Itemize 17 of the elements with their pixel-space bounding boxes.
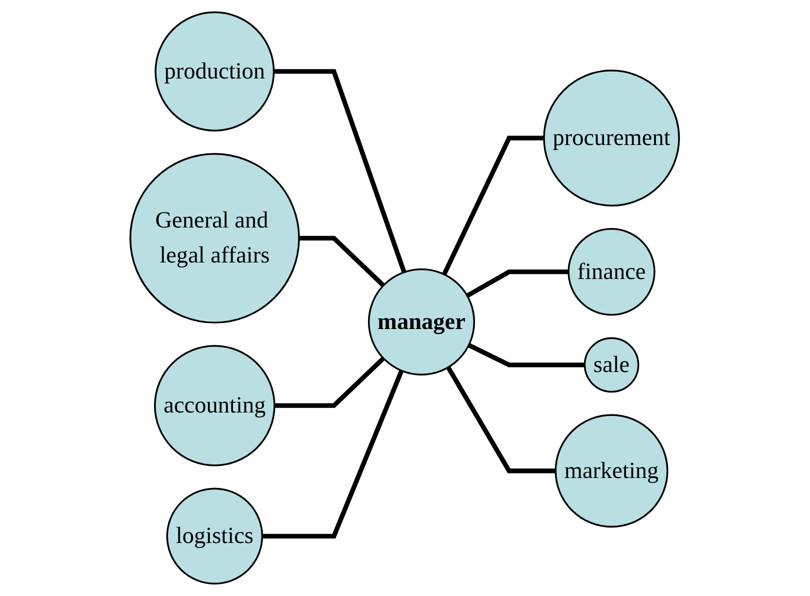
connector <box>262 370 404 538</box>
node-circle: General and legal affairs <box>130 152 300 324</box>
node-circle: logistics <box>166 488 264 585</box>
connector <box>274 69 407 273</box>
node-circle: manager <box>368 268 476 376</box>
connector <box>446 366 556 474</box>
node-circle: accounting <box>154 344 276 466</box>
node-circle: finance <box>568 228 656 316</box>
connector <box>442 136 544 276</box>
connector <box>466 270 569 298</box>
connector <box>299 236 386 288</box>
connector <box>274 356 386 408</box>
node-circle: sale <box>584 337 640 393</box>
connector <box>468 343 586 368</box>
node-circle: production <box>154 11 275 132</box>
node-circle: procurement <box>543 70 680 206</box>
node-circle: marketing <box>555 414 669 528</box>
